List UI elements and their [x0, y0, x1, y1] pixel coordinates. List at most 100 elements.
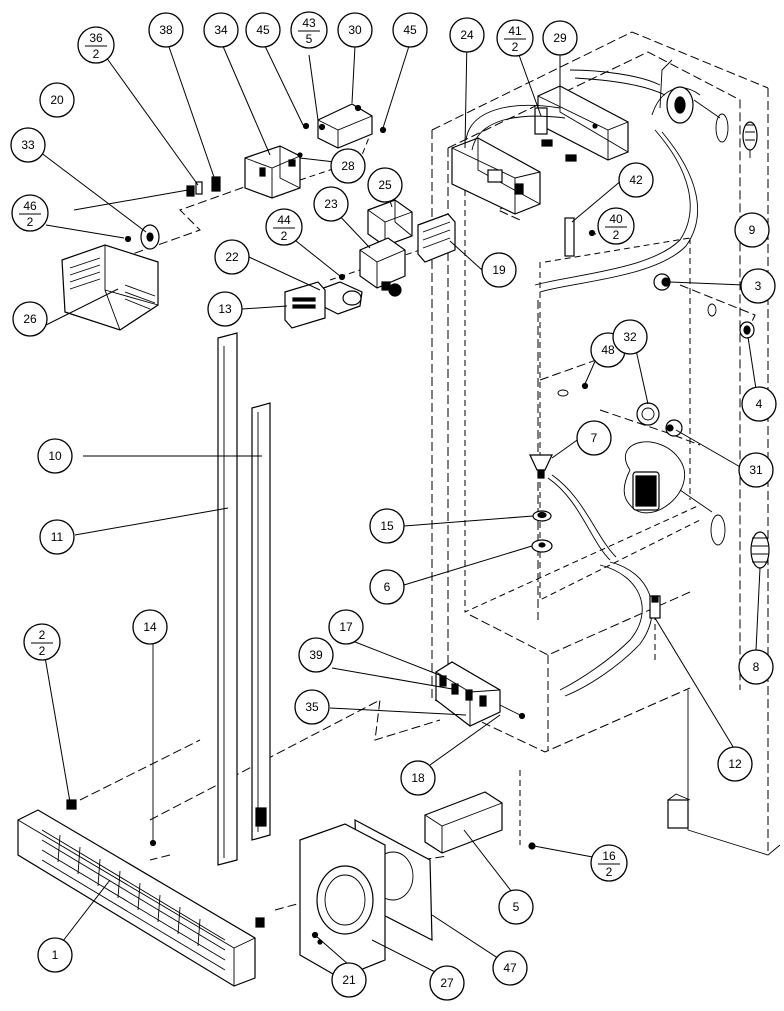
callout-19: 19 [481, 252, 517, 288]
callout-21: 21 [331, 962, 367, 998]
part-34-bracket [244, 145, 301, 199]
part-6-washer [531, 539, 553, 553]
part-24-control-box [451, 137, 541, 215]
callout-number: 18 [411, 771, 425, 785]
callout-number: 25 [378, 178, 392, 192]
part-9-connector [742, 121, 758, 158]
callout-number: 31 [749, 463, 763, 477]
callout-47: 47 [492, 950, 528, 986]
callout-number: 27 [440, 976, 454, 990]
part-15-grommet [532, 510, 552, 522]
part-10-trim-strip [251, 402, 271, 841]
callout-8: 8 [738, 649, 774, 685]
callout-22: 22 [214, 239, 250, 275]
callout-46: 46 2 [11, 194, 49, 232]
callout-11: 11 [39, 519, 75, 555]
part-19-vent [417, 213, 456, 263]
callout-number: 20 [50, 93, 64, 107]
callout-number: 38 [159, 23, 173, 37]
part-26-grille-cover [61, 244, 159, 331]
callout-quantity: 2 [39, 644, 46, 658]
part-25-damper [367, 199, 413, 247]
callout-number: 45 [403, 23, 417, 37]
callout-18: 18 [400, 760, 436, 796]
part-4-bulb [739, 321, 755, 339]
callout-number: 23 [324, 197, 338, 211]
callout-quantity: 2 [281, 229, 288, 243]
callout-6: 6 [369, 569, 405, 605]
callout-number: 42 [629, 173, 643, 187]
callout-number: 26 [23, 312, 37, 326]
callout-number: 39 [309, 648, 323, 662]
callout-39: 39 [298, 637, 334, 673]
part-33-fan-mount [140, 224, 160, 250]
callout-number: 13 [218, 302, 232, 316]
callout-number: 17 [339, 620, 353, 634]
callout-number: 44 [277, 213, 291, 227]
part-light-housing [623, 441, 726, 546]
callout-number: 8 [753, 660, 760, 674]
part-23-control [359, 237, 406, 297]
callout-number: 3 [755, 279, 762, 293]
callout-12: 12 [717, 746, 753, 782]
leader-lines [39, 37, 761, 979]
part-5-block [424, 791, 503, 854]
callout-quantity: 2 [512, 40, 519, 54]
callout-number: 41 [508, 24, 522, 38]
callout-30: 30 [337, 12, 373, 48]
callout-number: 32 [623, 330, 637, 344]
callout-25: 25 [367, 167, 403, 203]
callout-17: 17 [328, 609, 364, 645]
callout-35: 35 [294, 689, 330, 725]
callout-number: 12 [728, 757, 742, 771]
callout-quantity: 2 [606, 865, 613, 879]
callout-number: 33 [21, 138, 35, 152]
callout-3: 3 [740, 268, 776, 304]
callout-2: 2 2 [23, 623, 61, 661]
callout-26: 26 [12, 301, 48, 337]
callout-33: 33 [10, 127, 46, 163]
callout-15: 15 [369, 508, 405, 544]
callout-16: 16 2 [590, 844, 628, 882]
callout-number: 4 [756, 397, 763, 411]
callout-24: 24 [449, 17, 485, 53]
callout-number: 43 [302, 16, 316, 30]
callout-quantity: 5 [306, 32, 313, 46]
part-3-socket [653, 273, 717, 317]
callout-number: 22 [225, 250, 239, 264]
callout-number: 14 [143, 620, 157, 634]
callout-number: 29 [553, 31, 567, 45]
callout-number: 10 [48, 449, 62, 463]
part-11-trim-strip [217, 332, 238, 866]
part-32-ring [636, 402, 660, 426]
callout-number: 28 [341, 159, 355, 173]
part-12-fitting [649, 595, 661, 619]
callout-number: 45 [256, 23, 270, 37]
callout-31: 31 [738, 452, 774, 488]
callout-1: 1 [37, 937, 73, 973]
callout-45-right: 45 [392, 12, 428, 48]
callout-number: 21 [342, 973, 356, 987]
callout-number: 35 [305, 700, 319, 714]
callout-45-left: 45 [245, 12, 281, 48]
callout-number: 36 [89, 31, 103, 45]
callout-34: 34 [203, 12, 239, 48]
callout-40: 40 2 [597, 207, 635, 245]
part-2-clip [66, 799, 265, 928]
part-27-shroud [299, 823, 386, 979]
callout-23: 23 [313, 186, 349, 222]
parts [17, 59, 770, 987]
callout-number: 5 [513, 900, 520, 914]
part-38-clip [211, 176, 221, 192]
callout-number: 15 [380, 519, 394, 533]
part-46-screw [124, 235, 132, 243]
callout-number: 48 [601, 343, 615, 357]
callout-32: 32 [612, 319, 648, 355]
callouts: 36 2 38 34 45 43 5 30 45 [10, 11, 777, 1001]
callout-27: 27 [429, 965, 465, 1001]
part-13-plate [284, 281, 326, 329]
part-42-strip [564, 217, 596, 257]
part-17-bracket [435, 661, 526, 727]
callout-number: 7 [591, 431, 598, 445]
